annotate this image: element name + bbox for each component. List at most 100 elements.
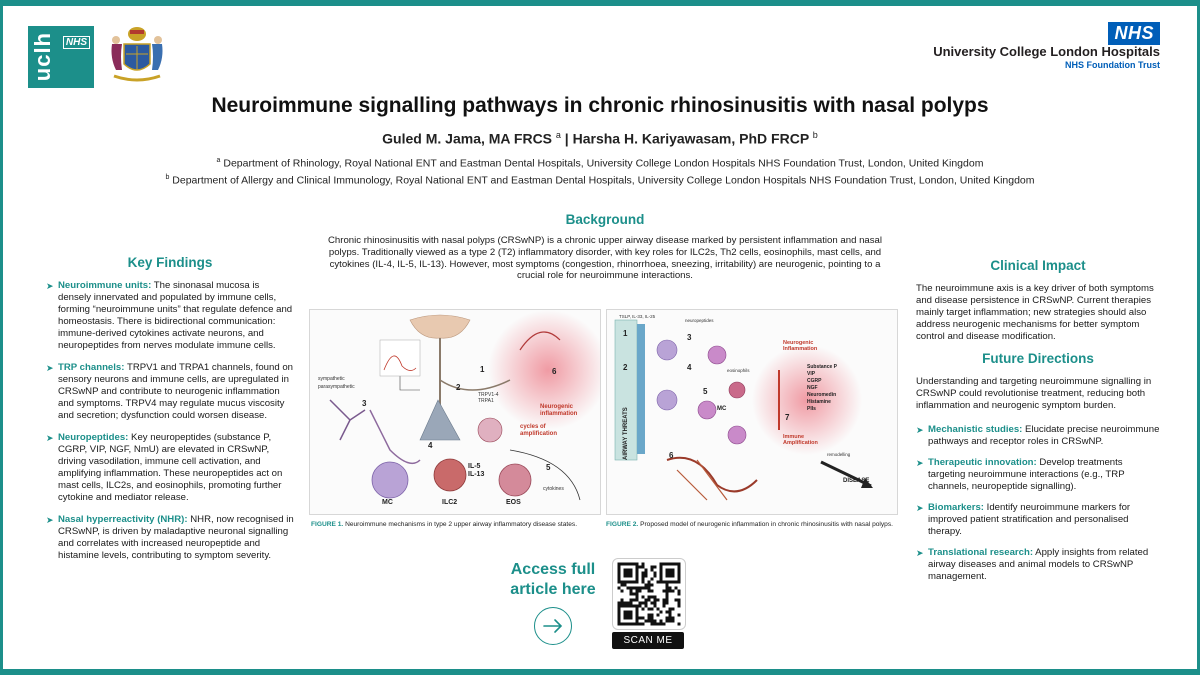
background-text: Chronic rhinosinusitis with nasal polyps… — [327, 235, 882, 282]
arrow-bullet-icon: ➤ — [916, 548, 924, 558]
figure-1: sympathetic parasympathetic TRPV1-4 TRPA… — [309, 309, 608, 515]
direction-text: Apply insights from related airway disea… — [928, 547, 1149, 582]
fig1-label-cycles: cycles of — [520, 424, 547, 430]
figure-1-caption: FIGURE 1. Neuroimmune mechanisms in type… — [311, 521, 578, 528]
finding-item: ➤ Neuroimmune units: The sinonasal mucos… — [46, 280, 294, 352]
fig1-label-ilc2: ILC2 — [442, 499, 457, 506]
finding-text: The sinonasal mucosa is densely innervat… — [58, 280, 293, 351]
access-line-2: article here — [510, 581, 596, 598]
author-separator: | — [560, 130, 573, 147]
arrow-bullet-icon: ➤ — [46, 515, 54, 525]
frame-left — [0, 0, 3, 675]
trust-name: University College London Hospitals — [933, 44, 1160, 59]
direction-title: Biomarkers: — [928, 502, 984, 513]
arrow-bullet-icon: ➤ — [916, 458, 924, 468]
access-article-text: Access full article here — [498, 560, 608, 600]
fig1-label-mc: MC — [382, 499, 393, 506]
fig2-label-neurogenic: Neurogenic — [783, 340, 813, 346]
trust-subtitle: NHS Foundation Trust — [1065, 60, 1160, 70]
figure-2-caption: FIGURE 2. Proposed model of neurogenic i… — [606, 521, 893, 528]
uclh-logo-text: uclh — [30, 32, 55, 82]
qr-code-icon — [617, 562, 681, 626]
direction-item: ➤ Therapeutic innovation: Develop treatm… — [916, 457, 1160, 493]
author-2-affiliation: b — [812, 130, 818, 140]
author-1-affiliation: a — [555, 130, 561, 140]
fig2-step-3: 3 — [687, 333, 692, 342]
direction-title: Therapeutic innovation: — [928, 457, 1037, 468]
fig1-label-inflammation: inflammation — [540, 411, 578, 417]
direction-title: Translational research: — [928, 547, 1034, 558]
uclh-logo: uclh NHS — [28, 26, 94, 88]
fig1-label-trpv: TRPV1-4 — [478, 392, 499, 398]
author-line: Guled M. Jama, MA FRCS a | Harsha H. Kar… — [0, 130, 1200, 147]
frame-right — [1197, 0, 1200, 675]
author-1: Guled M. Jama, MA FRCS — [382, 130, 553, 147]
fig2-mediator: VIP — [807, 371, 816, 377]
arrow-bullet-icon: ➤ — [46, 433, 54, 443]
background-heading: Background — [565, 212, 645, 227]
fig2-label-inflammation: Inflammation — [783, 346, 818, 352]
finding-text: Key neuropeptides (substance P, CGRP, VI… — [58, 432, 283, 503]
fig2-step-2: 2 — [623, 363, 628, 372]
direction-text: Identify neuroimmune markers for improve… — [928, 502, 1131, 537]
finding-text: TRPV1 and TRPA1 channels, found on senso… — [58, 362, 294, 421]
affiliation-a: a Department of Rhinology, Royal Nationa… — [216, 157, 984, 170]
fig2-label-eosinophils: eosinophils — [727, 368, 750, 373]
key-findings-heading: Key Findings — [127, 255, 213, 270]
fig2-mediator: CGRP — [807, 378, 822, 384]
fig2-label-tslp: TSLP, IL-33, IL-25 — [619, 314, 656, 319]
fig2-label-remodelling: remodelling — [827, 452, 851, 457]
uclh-logo-nhs: NHS — [62, 36, 90, 49]
arrow-bullet-icon: ➤ — [916, 425, 924, 435]
fig2-label-disease: DISEASE — [843, 478, 869, 484]
frame-top — [0, 0, 1200, 6]
fig2-mediator: NGF — [807, 385, 818, 391]
fig1-label-trpa: TRPA1 — [478, 398, 494, 404]
direction-title: Mechanistic studies: — [928, 424, 1023, 435]
fig2-step-7: 7 — [785, 413, 790, 422]
fig2-label-immune: Immune — [783, 434, 804, 440]
background-section: Background Chronic rhinosinusitis with n… — [318, 212, 892, 282]
finding-title: Neuropeptides: — [58, 432, 129, 443]
author-2: Harsha H. Kariyawasam, PhD FRCP — [572, 130, 809, 147]
fig1-step-6: 6 — [552, 367, 557, 376]
right-column: Clinical Impact The neuroimmune axis is … — [916, 258, 1160, 592]
access-line-1: Access full — [510, 561, 596, 578]
finding-title: TRP channels: — [58, 362, 125, 373]
fig2-label-neuropeptides: neuropeptides — [685, 318, 714, 323]
scan-me-label: SCAN ME — [612, 632, 684, 649]
fig1-step-1: 1 — [480, 365, 485, 374]
key-findings-section: Key Findings ➤ Neuroimmune units: The si… — [46, 255, 294, 572]
finding-item: ➤ Neuropeptides: Key neuropeptides (subs… — [46, 432, 294, 504]
direction-text: Develop treatments targeting neuroimmune… — [928, 457, 1125, 492]
fig2-label-mc: MC — [717, 406, 727, 412]
direction-item: ➤ Translational research: Apply insights… — [916, 547, 1160, 583]
fig2-step-4: 4 — [687, 363, 692, 372]
coat-of-arms-icon — [111, 27, 163, 82]
direction-item: ➤ Mechanistic studies: Elucidate precise… — [916, 424, 1160, 448]
poster-title: Neuroimmune signalling pathways in chron… — [211, 94, 989, 117]
arrow-bullet-icon: ➤ — [46, 281, 54, 291]
fig2-label-amplification: Amplification — [783, 440, 818, 446]
arrow-right-icon[interactable] — [534, 607, 572, 645]
qr-code[interactable] — [612, 558, 686, 630]
finding-item: ➤ TRP channels: TRPV1 and TRPA1 channels… — [46, 362, 294, 422]
finding-title: Neuroimmune units: — [58, 280, 152, 291]
arrow-bullet-icon: ➤ — [916, 503, 924, 513]
fig2-step-5: 5 — [703, 387, 708, 396]
figure-2-diagram: TSLP, IL-33, IL-25 neuropeptides eosinop… — [614, 314, 873, 501]
fig2-mediator: Substance P — [807, 364, 838, 370]
fig1-label-il5: IL-5 — [468, 463, 481, 470]
fig2-mediator: Neuromedin — [807, 392, 836, 398]
fig2-mediator: PIIs — [807, 406, 816, 412]
figure-2: TSLP, IL-33, IL-25 neuropeptides eosinop… — [606, 309, 898, 515]
fig1-label-sympathetic: sympathetic — [318, 376, 345, 382]
fig1-label-parasympathetic: parasympathetic — [318, 384, 355, 390]
fig1-label-eos: EOS — [506, 499, 521, 506]
clinical-impact-heading: Clinical Impact — [990, 258, 1086, 273]
fig1-step-5: 5 — [546, 463, 551, 472]
fig1-label-neurogenic: Neurogenic — [540, 404, 574, 410]
fig1-step-4: 4 — [428, 441, 433, 450]
fig1-step-2: 2 — [456, 383, 461, 392]
fig2-step-6: 6 — [669, 451, 674, 460]
